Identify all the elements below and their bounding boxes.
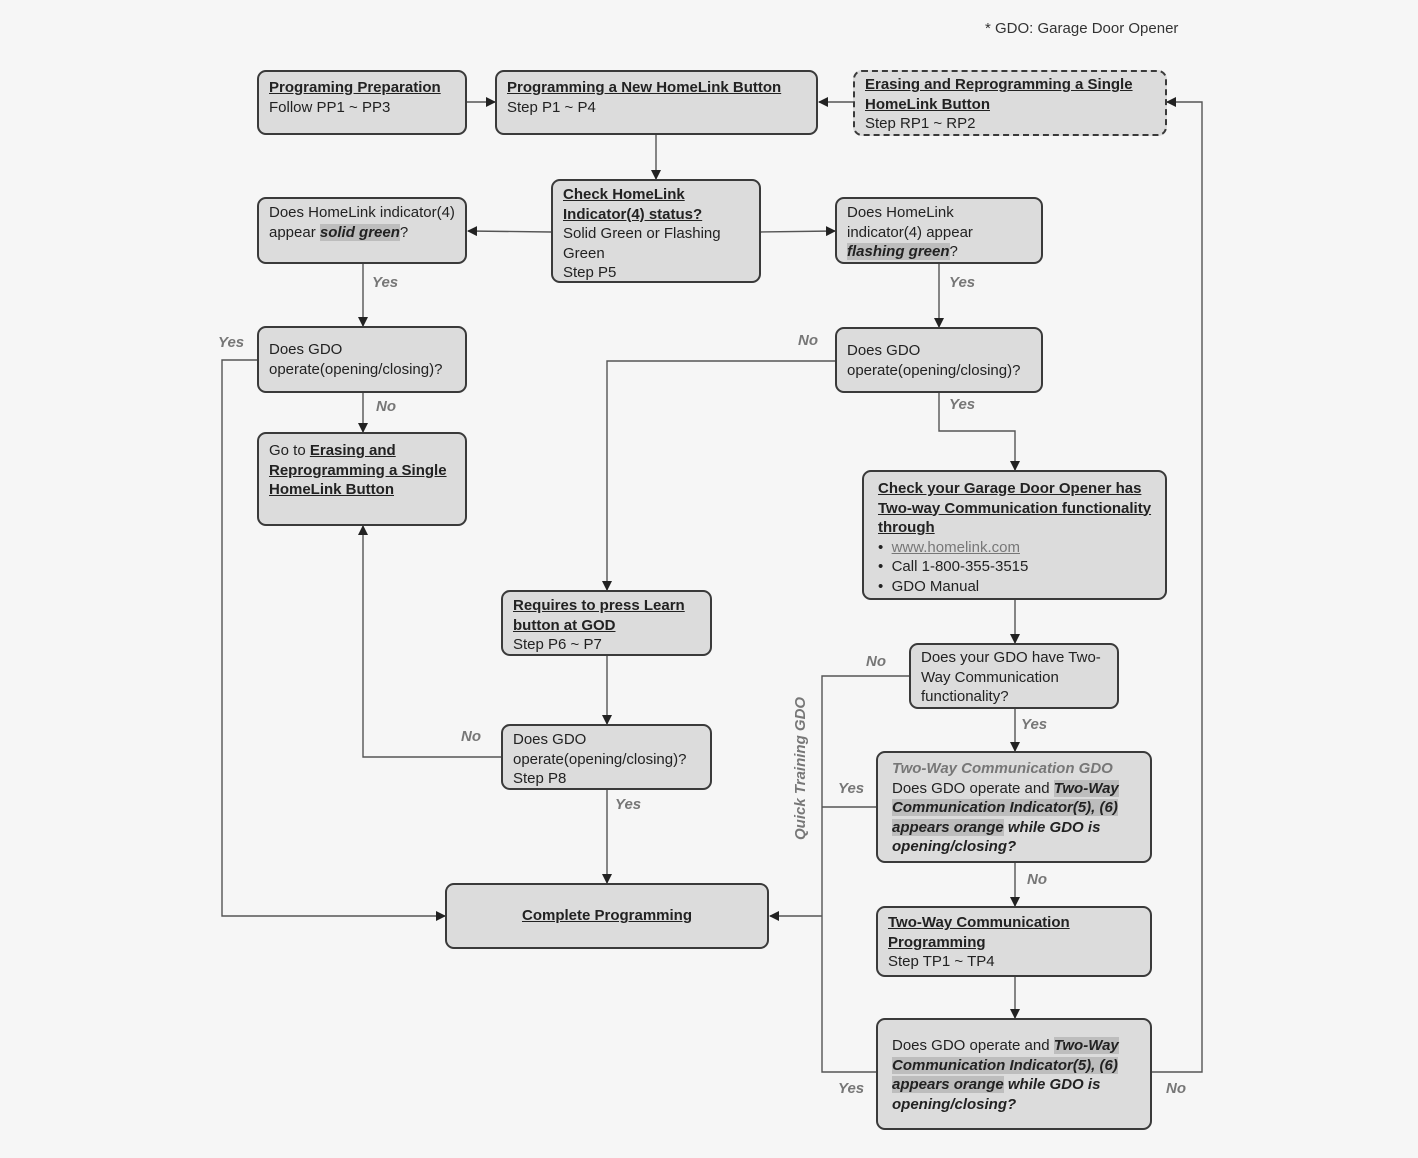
node-sub: Step P1 ~ P4 [507,98,596,116]
quick-training-gdo-label: Quick Training GDO [792,696,809,840]
node-programming-preparation: Programing Preparation Follow PP1 ~ PP3 [257,70,467,135]
node-solid-green-question: Does HomeLink indicator(4) appear solid … [257,197,467,264]
node-heading: Two-Way Communication GDO [892,760,1113,777]
node-gdo-operate-right: Does GDO operate(opening/closing)? [835,327,1043,393]
node-gdo-operate-p8: Does GDO operate(opening/closing)? Step … [501,724,712,790]
node-text: Does your GDO have Two-Way Communication… [921,649,1101,705]
node-text-end: ? [399,223,409,241]
node-text: Does HomeLink indicator(4) appear [847,204,973,241]
node-text-end: ? [949,243,958,260]
node-check-two-way-communication: Check your Garage Door Opener has Two-wa… [862,470,1167,600]
edge-label-no: No [1027,871,1047,888]
node-sub: Step P6 ~ P7 [513,636,602,653]
node-final-two-way-question: Does GDO operate and Two-Way Communicati… [876,1018,1152,1130]
node-flashing-green-question: Does HomeLink indicator(4) appear flashi… [835,197,1043,264]
node-sub: Step RP1 ~ RP2 [865,115,976,132]
node-two-way-gdo-question: Two-Way Communication GDO Does GDO opera… [876,751,1152,863]
node-title: Check your Garage Door Opener has Two-wa… [878,480,1152,536]
edge-label-no: No [461,728,481,745]
node-text: Does GDO operate(opening/closing)? [847,342,1021,379]
edge-label-yes: Yes [838,1080,865,1097]
node-title: Programing Preparation [269,79,441,96]
manual-text: GDO Manual [891,577,980,595]
node-title: Check HomeLink Indicator(4) status? [563,186,703,223]
node-title: Erasing and Reprogramming a Single HomeL… [865,76,1133,113]
node-text: Does GDO operate and [892,779,1054,797]
edge-label-no: No [376,398,396,415]
highlight-text: flashing green [847,243,950,260]
node-text-end: while GDO is opening/closing? [892,818,1101,856]
node-two-way-programming: Two-Way Communication Programming Step T… [876,906,1152,977]
node-gdo-operate-left: Does GDO operate(opening/closing)? [257,326,467,393]
node-erasing-reprogramming: Erasing and Reprogramming a Single HomeL… [853,70,1167,136]
edge-label-no: No [798,332,818,349]
node-title: Two-Way Communication Programming [888,914,1070,951]
phone-text: Call 1-800-355-3515 [891,558,1029,575]
node-text: Does HomeLink indicator(4) appear [269,204,455,241]
edge-label-no: No [1166,1080,1186,1097]
node-text-end: while GDO is opening/closing? [892,1076,1101,1113]
edge-label-yes: Yes [1021,716,1048,733]
gdo-footnote: * GDO: Garage Door Opener [985,20,1179,37]
node-press-learn-button: Requires to press Learn button at GOD St… [501,590,712,656]
edge-label-yes: Yes [949,396,976,413]
node-title: Complete Programming [521,907,693,925]
node-two-way-functionality-question: Does your GDO have Two-Way Communication… [909,643,1119,709]
edge-label-no: No [866,653,886,670]
node-text: Does GDO operate and [892,1037,1054,1054]
highlight-text: solid green [319,223,400,241]
node-goto-erasing: Go to Erasing and Reprogramming a Single… [257,432,467,526]
node-programming-new-button: Programming a New HomeLink Button Step P… [495,70,818,135]
homelink-website-link[interactable]: www.homelink.com [891,538,1020,556]
node-title: Requires to press Learn button at GOD [513,597,685,634]
node-title: Programming a New HomeLink Button [507,79,782,96]
node-complete-programming: Complete Programming [445,883,769,949]
bullet-phone: • Call 1-800-355-3515 [878,558,1029,575]
bullet-manual: • GDO Manual [878,577,980,595]
node-line1: Solid Green or Flashing Green [563,225,721,262]
node-text: Does GDO operate(opening/closing)? [513,731,687,768]
node-check-indicator-status: Check HomeLink Indicator(4) status? Soli… [551,179,761,283]
bullet-website: • www.homelink.com [878,538,1020,556]
erasing-link[interactable]: Erasing and Reprogramming a Single HomeL… [269,442,447,498]
node-text: Does GDO operate(opening/closing)? [269,341,443,378]
node-sub: Step P8 [513,770,567,787]
edge-label-yes: Yes [838,780,865,797]
edge-label-yes: Yes [615,796,642,813]
node-line2: Step P5 [563,264,617,281]
edge-label-yes: Yes [372,274,399,291]
node-sub: Follow PP1 ~ PP3 [269,98,391,116]
edge-label-yes: Yes [949,274,976,291]
edge-label-yes: Yes [218,334,245,351]
node-text: Go to [269,442,310,459]
node-sub: Step TP1 ~ TP4 [888,953,995,970]
